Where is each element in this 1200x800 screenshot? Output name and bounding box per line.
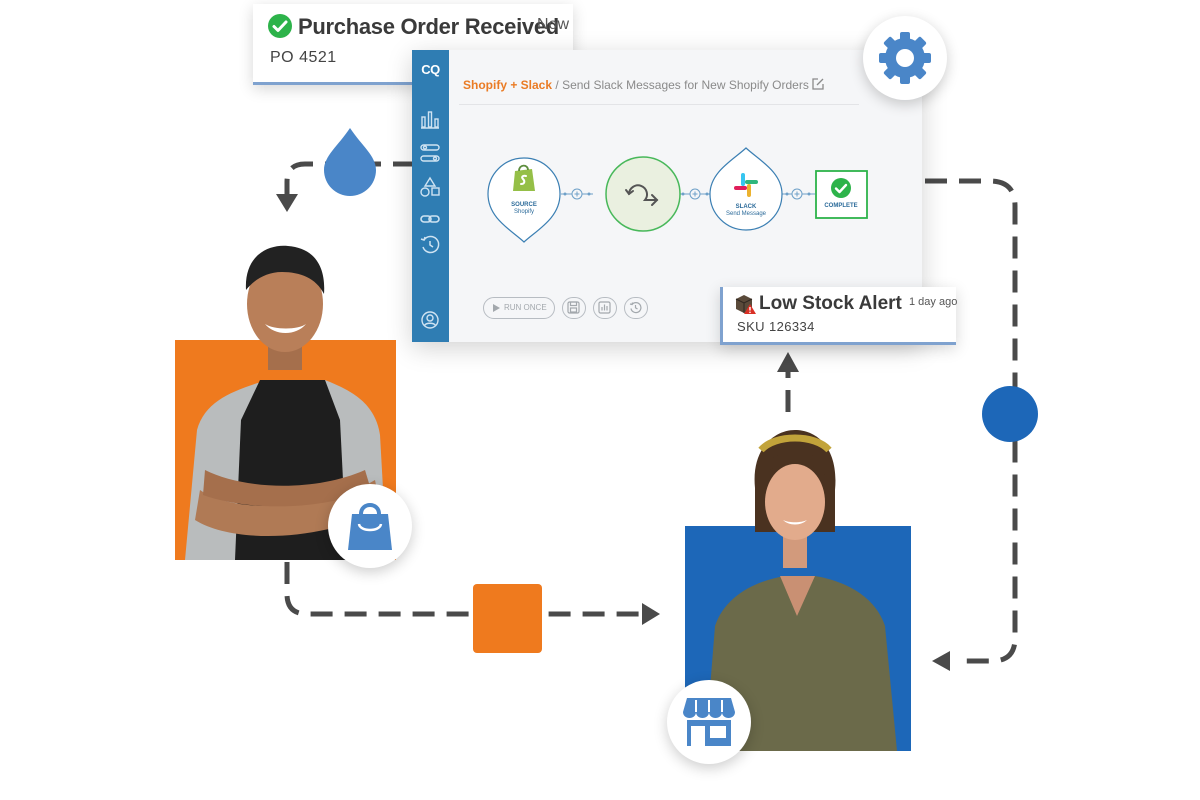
history-button[interactable] bbox=[624, 297, 648, 319]
sidebar: CQ bbox=[412, 50, 449, 342]
app-logo[interactable]: CQ bbox=[421, 62, 440, 77]
shop-owner-illustration bbox=[705, 576, 897, 751]
stats-icon bbox=[598, 301, 611, 314]
breadcrumb-separator: / bbox=[555, 78, 559, 92]
edit-icon[interactable] bbox=[811, 77, 825, 91]
notification-title: Purchase Order Received bbox=[298, 14, 559, 39]
storefront-icon bbox=[683, 698, 735, 746]
stats-button[interactable] bbox=[593, 297, 617, 319]
box-warning-icon bbox=[735, 295, 756, 314]
check-circle-icon bbox=[831, 178, 851, 198]
shopkeeper-head bbox=[245, 245, 325, 370]
notification-time: Now bbox=[537, 16, 570, 33]
history-icon bbox=[629, 302, 642, 314]
link-icon[interactable] bbox=[419, 208, 441, 230]
slack-icon bbox=[734, 173, 758, 197]
shopping-bag-icon bbox=[348, 503, 392, 550]
source-title: SOURCE bbox=[511, 202, 537, 208]
run-once-button[interactable]: RUN ONCE bbox=[483, 297, 555, 319]
low-stock-notification[interactable]: Low Stock Alert 1 day ago SKU 126334 bbox=[720, 287, 958, 345]
notification-time: 1 day ago bbox=[909, 296, 958, 308]
slack-node-label[interactable]: SLACK Send Message bbox=[716, 204, 776, 218]
save-button[interactable] bbox=[562, 297, 586, 319]
slack-title: SLACK bbox=[735, 204, 757, 210]
gear-icon bbox=[879, 32, 931, 84]
slack-subtitle: Send Message bbox=[725, 211, 767, 217]
shopping-badge[interactable] bbox=[328, 484, 412, 568]
breadcrumb-workflow: Send Slack Messages for New Shopify Orde… bbox=[562, 78, 809, 92]
breadcrumb: Shopify + Slack / Send Slack Messages fo… bbox=[463, 78, 809, 92]
history-icon[interactable] bbox=[419, 234, 441, 256]
shopkeeper-photo bbox=[175, 340, 396, 560]
play-icon bbox=[493, 304, 500, 312]
source-subtitle: Shopify bbox=[513, 209, 534, 215]
breadcrumb-app[interactable]: Shopify + Slack bbox=[463, 78, 553, 92]
source-node-label[interactable]: SOURCE Shopify bbox=[494, 202, 554, 216]
save-icon bbox=[567, 301, 580, 314]
shop-owner-head bbox=[754, 430, 836, 568]
notification-title: Low Stock Alert bbox=[759, 293, 902, 314]
shopify-icon bbox=[513, 164, 535, 191]
source-node bbox=[487, 157, 561, 243]
header-divider bbox=[459, 104, 859, 105]
shapes-icon[interactable] bbox=[419, 176, 441, 198]
check-circle-icon bbox=[268, 14, 292, 38]
app-window: CQ Shopify + Slack / Send Slack Messages… bbox=[412, 50, 922, 342]
loop-arrow-icon[interactable] bbox=[623, 180, 665, 208]
user-icon[interactable] bbox=[419, 309, 441, 331]
workflow-editor: Shopify + Slack / Send Slack Messages fo… bbox=[449, 50, 922, 342]
loop-node bbox=[605, 156, 681, 232]
complete-node-label[interactable]: COMPLETE bbox=[824, 203, 858, 209]
flow-sliders-icon[interactable] bbox=[419, 142, 441, 164]
run-once-label: RUN ONCE bbox=[504, 303, 547, 312]
sku-number: SKU 126334 bbox=[737, 319, 815, 334]
store-badge[interactable] bbox=[667, 680, 751, 764]
po-number: PO 4521 bbox=[270, 49, 337, 66]
settings-badge[interactable] bbox=[863, 16, 947, 100]
bar-chart-icon[interactable] bbox=[419, 108, 441, 130]
